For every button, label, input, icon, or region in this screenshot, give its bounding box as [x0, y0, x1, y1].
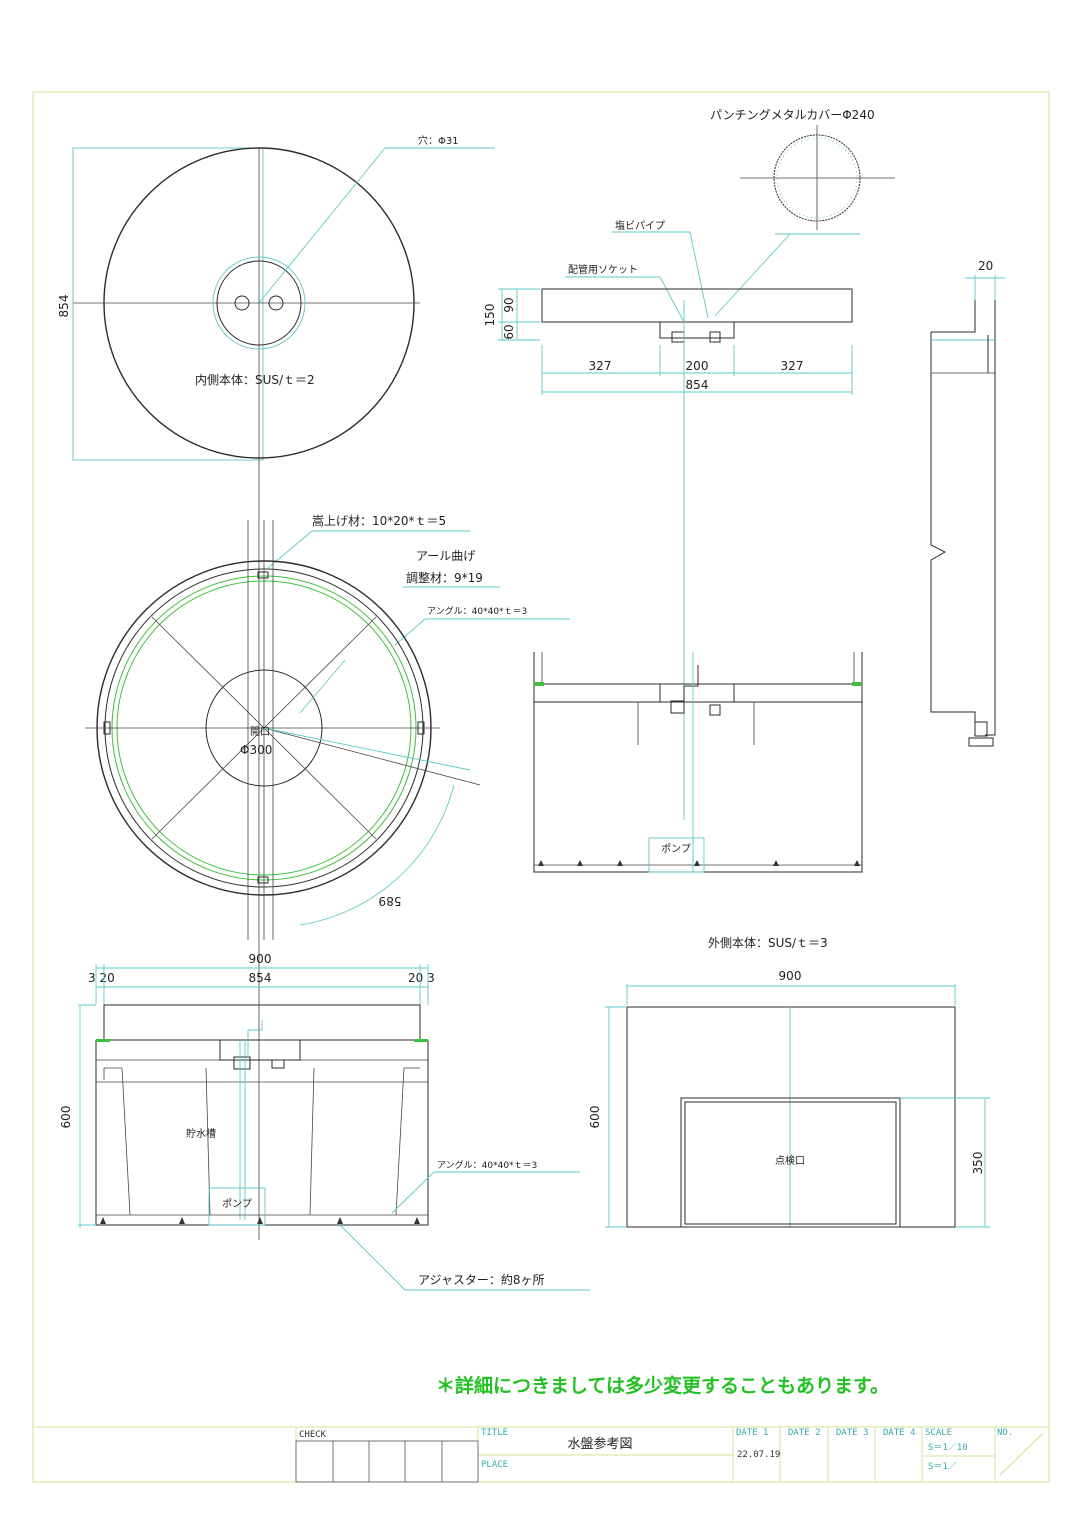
opening-diameter: Φ300: [240, 743, 272, 757]
dim-854-front: 854: [249, 971, 272, 985]
title-block: CHECK TITLE 水盤参考図 PLACE DATE 1 22.07.19 …: [33, 1426, 1049, 1483]
check-label: CHECK: [299, 1430, 327, 1440]
tank-label: 貯水槽: [186, 1127, 216, 1140]
scale-head: SCALE: [925, 1428, 952, 1438]
dim-20-3: 20 3: [408, 971, 435, 985]
angle-label-top: アングル：40*40*ｔ＝3: [427, 605, 527, 617]
dim-327-right: 327: [781, 359, 804, 373]
dim-3-20: 3 20: [88, 971, 115, 985]
dim-900-front: 900: [249, 952, 272, 966]
sheet-border: [32, 91, 1050, 1483]
punching-label: パンチングメタルカバーΦ240: [710, 108, 875, 122]
dim-327-left: 327: [589, 359, 612, 373]
frame-plan: 嵩上げ材：10*20*ｔ＝5 アール曲げ 調整材：9*19 アングル：40*40…: [85, 514, 570, 940]
dim-854-vertical: 854: [57, 295, 71, 318]
inner-body-label: 内側本体：SUS/ｔ＝2: [195, 373, 315, 387]
dim-600-outer: 600: [588, 1106, 602, 1129]
mid-section: ポンプ: [533, 652, 863, 873]
small-section: 塩ビパイプ 配管用ソケット 150 90 60 327 200 327 854: [483, 219, 853, 820]
adjuster-label: アジャスター：約8ヶ所: [418, 1272, 545, 1287]
dim-60: 60: [502, 324, 516, 339]
angle-label-front: アングル：40*40*ｔ＝3: [437, 1159, 537, 1171]
date3-head: DATE 3: [836, 1428, 869, 1438]
date4-head: DATE 4: [883, 1428, 916, 1438]
inspection-label: 点検口: [775, 1154, 805, 1167]
dim-150: 150: [483, 304, 497, 327]
dim-350: 350: [971, 1152, 985, 1175]
place-head: PLACE: [481, 1460, 508, 1470]
no-head: NO.: [997, 1428, 1013, 1438]
dim-900-outer: 900: [779, 969, 802, 983]
pump-label-front: ポンプ: [222, 1198, 252, 1210]
outer-body-elevation: 外側本体：SUS/ｔ＝3 900 350 600 点検口: [588, 936, 990, 1228]
front-section: 900 854 3 20 20 3 貯水槽 ポンプ アングル：40*40*ｔ＝3: [59, 952, 590, 1291]
date2-head: DATE 2: [788, 1428, 821, 1438]
dim-90: 90: [502, 297, 516, 312]
socket-label: 配管用ソケット: [568, 263, 638, 276]
pump-label-mid: ポンプ: [661, 843, 691, 855]
hole-label: 穴：Φ31: [418, 134, 459, 147]
inner-body-plan: 穴：Φ31 854 内側本体：SUS/ｔ＝2: [57, 134, 495, 1240]
r-bend-label: アール曲げ: [416, 549, 475, 563]
drawing-title: 水盤参考図: [567, 1436, 632, 1452]
title-head: TITLE: [481, 1428, 508, 1438]
date1-head: DATE 1: [736, 1428, 769, 1438]
side-strip: 20: [930, 259, 1005, 747]
punching-cover: パンチングメタルカバーΦ240: [710, 108, 895, 317]
outer-body-label: 外側本体：SUS/ｔ＝3: [708, 936, 828, 950]
scale-1: S＝1／10: [928, 1442, 968, 1453]
raise-material-label: 嵩上げ材：10*20*ｔ＝5: [312, 514, 446, 528]
dim-854-small: 854: [686, 378, 709, 392]
dim-200: 200: [686, 359, 709, 373]
adjust-material-label: 調整材：9*19: [406, 570, 483, 585]
change-note: ＊詳細につきましては多少変更することもあります。: [436, 1374, 889, 1397]
opening-label: 開口: [250, 726, 270, 738]
dim-20-side: 20: [978, 259, 993, 273]
scale-2: S＝1／: [928, 1461, 957, 1472]
dim-600-front: 600: [59, 1106, 73, 1129]
pvc-pipe-label: 塩ビパイプ: [615, 219, 665, 232]
dim-589-arc: 589: [379, 894, 402, 908]
date1-value: 22.07.19: [737, 1450, 780, 1460]
